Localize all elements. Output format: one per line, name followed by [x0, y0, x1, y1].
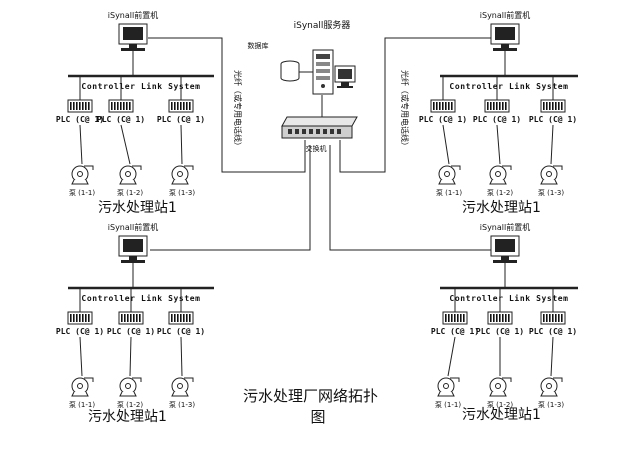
cable-top-right — [339, 37, 495, 173]
plc-label: PLC (C@ 1) — [529, 327, 577, 336]
cable-bottom-right — [329, 145, 495, 251]
station-name: 污水处理站1 — [462, 407, 541, 423]
cable-top-left — [148, 37, 306, 173]
pump-label: 泵 (1-2) — [487, 401, 513, 409]
station-name: 污水处理站1 — [88, 409, 167, 425]
plc-unit: PLC (C@ 1) — [97, 76, 145, 165]
plc-unit: PLC (C@ 1) — [157, 288, 205, 377]
frontend-label: iSynall前置机 — [480, 222, 530, 232]
database-label: 数据库 — [248, 41, 269, 50]
pump-icon: 泵 (1-3) — [538, 377, 564, 409]
plc-unit: PLC (C@ 1) — [107, 288, 155, 377]
pump-label: 泵 (1-2) — [117, 189, 143, 197]
plc-unit: PLC (C@ 1) — [529, 76, 577, 165]
cable-bottom-left — [150, 145, 311, 251]
plc-label: PLC (C@ 1) — [473, 115, 521, 124]
plc-unit: PLC (C@ 1) — [419, 76, 467, 165]
pump-icon: 泵 (1-1) — [436, 165, 462, 197]
pump-icon: 泵 (1-2) — [117, 377, 143, 409]
diagram-title-line1: 污水处理厂网络拓扑 — [243, 387, 378, 405]
station-name: 污水处理站1 — [98, 200, 177, 216]
network-cables — [148, 37, 495, 251]
frontend-computer-icon — [490, 23, 520, 51]
plc-label: PLC (C@ 1) — [157, 115, 205, 124]
bus-label: Controller Link System — [81, 293, 200, 303]
plc-label: PLC (C@ 1) — [431, 327, 479, 336]
plc-label: PLC (C@ 1) — [56, 327, 104, 336]
pump-icon: 泵 (1-2) — [487, 377, 513, 409]
bus-label: Controller Link System — [81, 81, 200, 91]
pump-icon: 泵 (1-1) — [69, 165, 95, 197]
plc-unit: PLC (C@ 1) — [157, 76, 205, 165]
server-icon — [312, 49, 334, 95]
pump-icon: 泵 (1-2) — [487, 165, 513, 197]
pump-label: 泵 (1-3) — [538, 401, 564, 409]
pump-label: 泵 (1-1) — [69, 189, 95, 197]
plc-label: PLC (C@ 1) — [107, 327, 155, 336]
frontend-label: iSynall前置机 — [108, 10, 158, 20]
server-monitor-icon — [334, 65, 356, 88]
plc-label: PLC (C@ 1) — [157, 327, 205, 336]
plc-unit: PLC (C@ 1) — [56, 76, 104, 165]
station-name: 污水处理站1 — [462, 200, 541, 216]
server-label: iSynall服务器 — [294, 19, 351, 31]
pump-label: 泵 (1-3) — [169, 401, 195, 409]
switch-icon — [281, 116, 358, 139]
plc-label: PLC (C@ 1) — [529, 115, 577, 124]
switch-label: 交换机 — [306, 144, 327, 153]
pump-icon: 泵 (1-1) — [69, 377, 95, 409]
pump-label: 泵 (1-1) — [69, 401, 95, 409]
frontend-computer-icon — [118, 235, 148, 263]
pump-icon: 泵 (1-3) — [169, 377, 195, 409]
pump-label: 泵 (1-1) — [435, 401, 461, 409]
frontend-computer-icon — [118, 23, 148, 51]
link-caption-left: 光纤（或专用电话线） — [233, 70, 243, 150]
pump-icon: 泵 (1-3) — [538, 165, 564, 197]
frontend-label: iSynall前置机 — [108, 222, 158, 232]
plc-label: PLC (C@ 1) — [419, 115, 467, 124]
plc-unit: PLC (C@ 1) — [431, 288, 479, 377]
bus-label: Controller Link System — [449, 293, 568, 303]
pump-label: 泵 (1-2) — [487, 189, 513, 197]
plc-label: PLC (C@ 1) — [97, 115, 145, 124]
server-group: iSynall服务器 数据库 — [248, 19, 358, 153]
plc-unit: PLC (C@ 1) — [473, 76, 521, 165]
plc-label: PLC (C@ 1) — [476, 327, 524, 336]
link-caption-right: 光纤（或专用电话线） — [400, 70, 410, 150]
plc-unit: PLC (C@ 1) — [476, 288, 524, 376]
pump-label: 泵 (1-3) — [169, 189, 195, 197]
pump-icon: 泵 (1-3) — [169, 165, 195, 197]
pump-label: 泵 (1-3) — [538, 189, 564, 197]
bus-label: Controller Link System — [449, 81, 568, 91]
diagram-title-line2: 图 — [310, 408, 325, 426]
plc-unit: PLC (C@ 1) — [56, 288, 104, 377]
pump-icon: 泵 (1-1) — [435, 377, 461, 409]
frontend-computer-icon — [490, 235, 520, 263]
frontend-label: iSynall前置机 — [480, 10, 530, 20]
pump-label: 泵 (1-1) — [436, 189, 462, 197]
pump-label: 泵 (1-2) — [117, 401, 143, 409]
plc-label: PLC (C@ 1) — [56, 115, 104, 124]
database-icon — [280, 60, 300, 82]
plc-unit: PLC (C@ 1) — [529, 288, 577, 377]
pump-icon: 泵 (1-2) — [117, 165, 143, 197]
